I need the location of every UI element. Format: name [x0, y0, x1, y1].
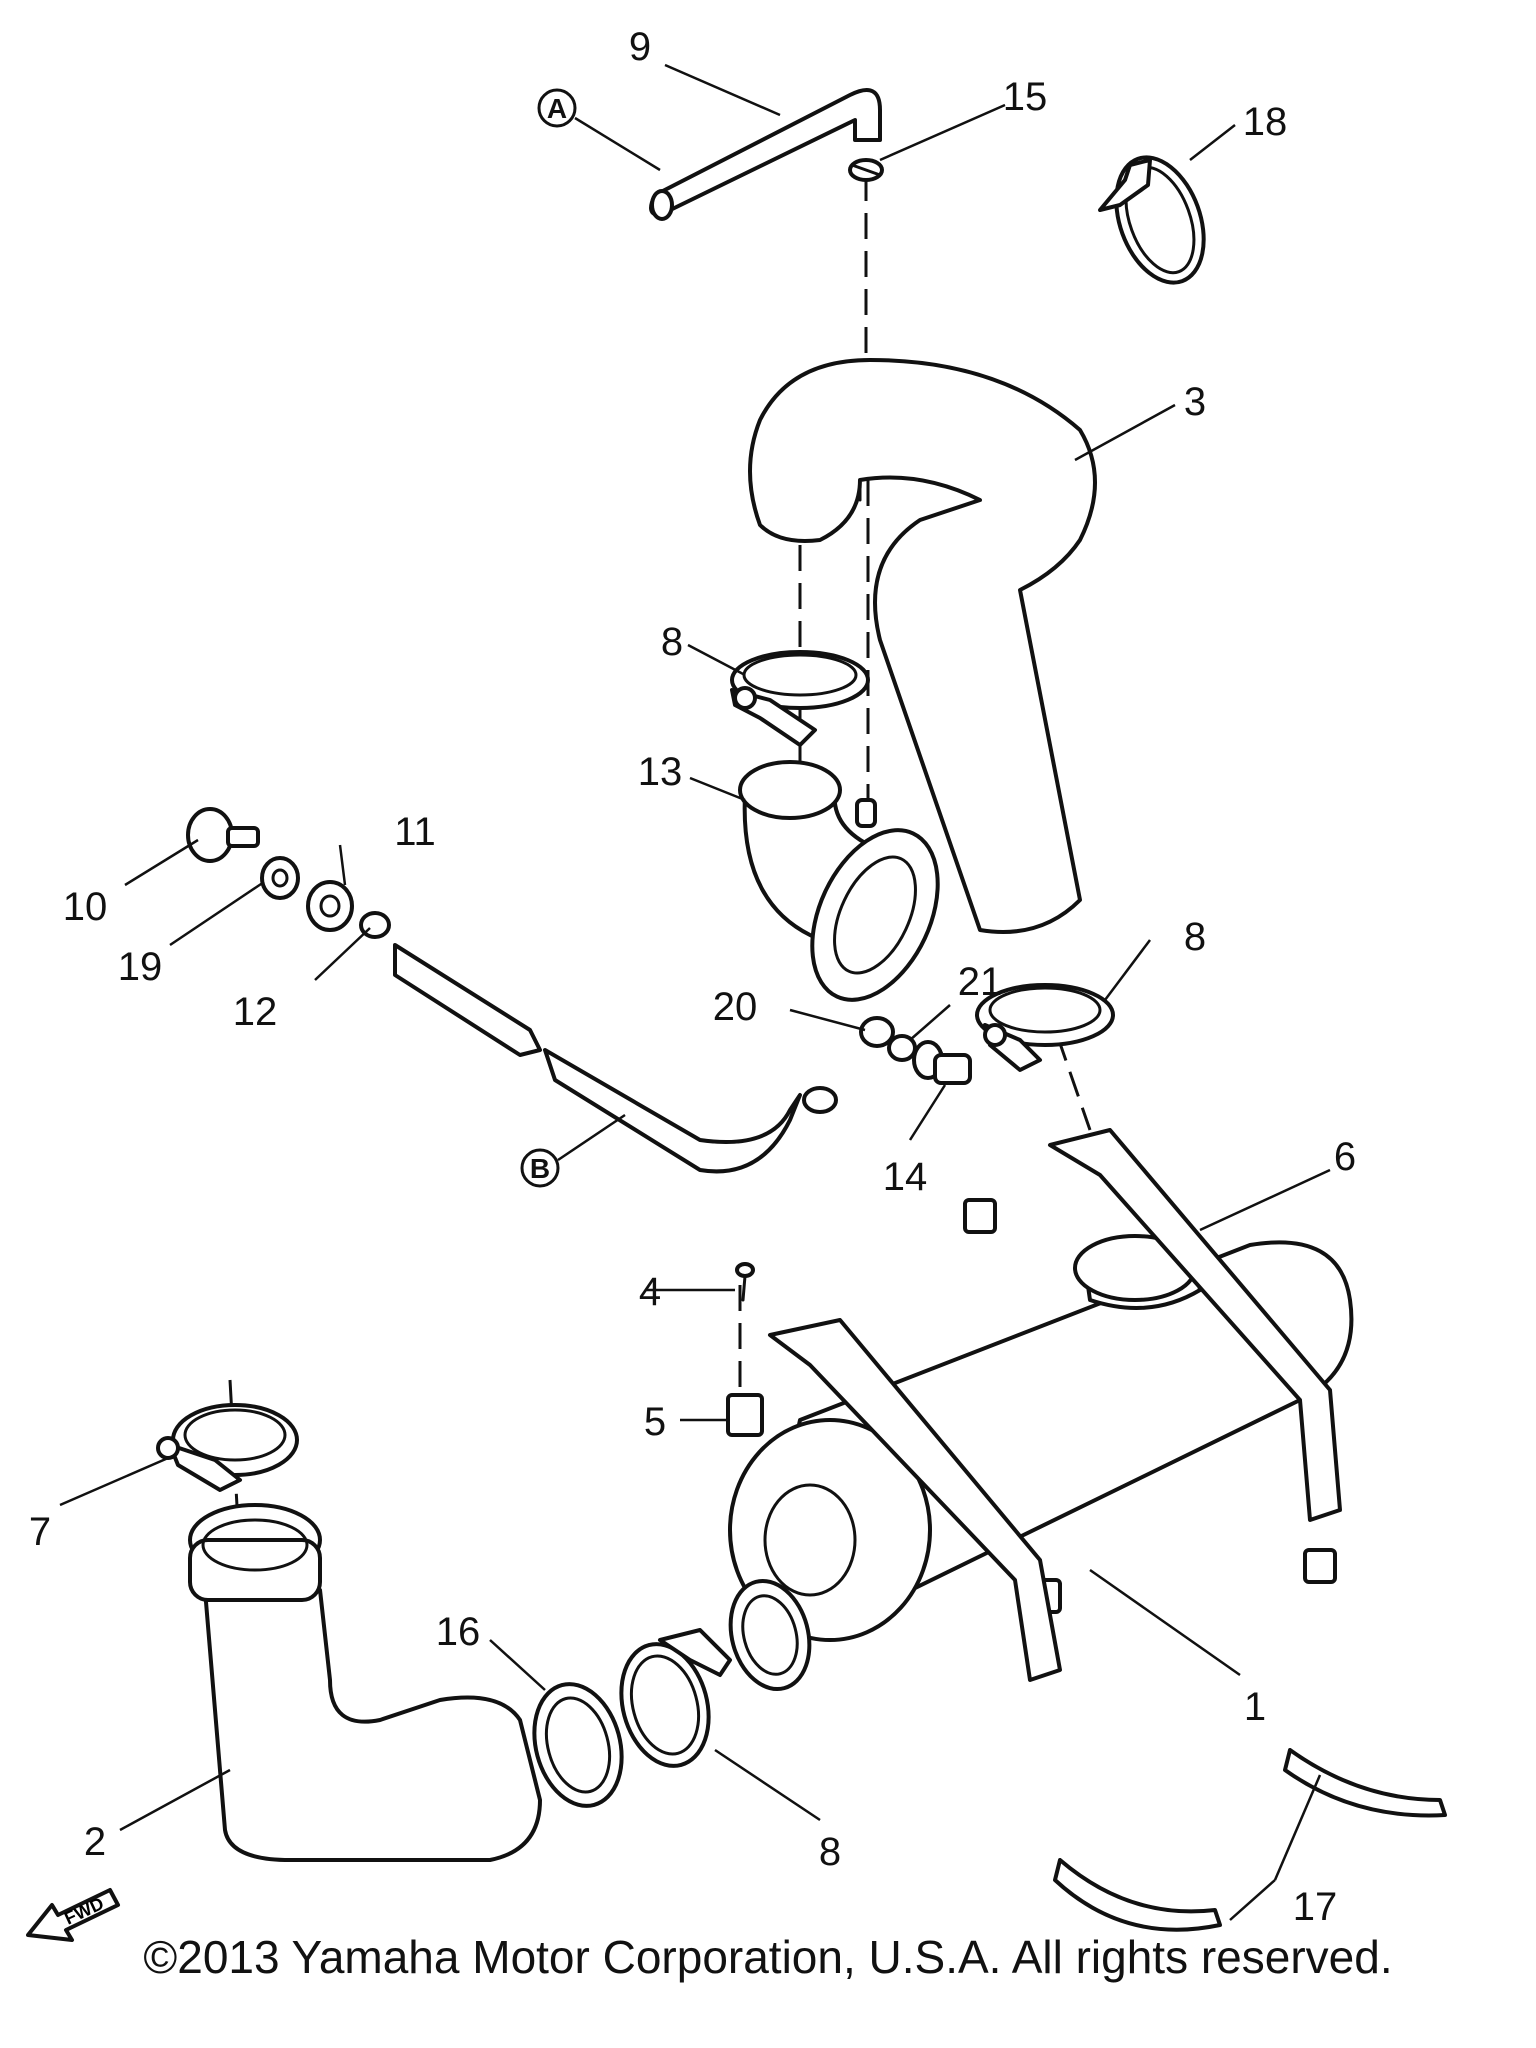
callout-1: 1 — [1244, 1685, 1266, 1729]
callout-15: 15 — [1003, 75, 1048, 119]
part-bolt-14 — [912, 1040, 972, 1085]
marker-b-label: B — [530, 1153, 550, 1184]
callout-4: 4 — [639, 1270, 661, 1314]
leader-lines — [59, 63, 1331, 1921]
copyright-notice: ©2013 Yamaha Motor Corporation, U.S.A. A… — [143, 1931, 1393, 1983]
part-clip-15 — [848, 158, 884, 182]
part-clamp-8-right — [975, 983, 1115, 1072]
callout-21: 21 — [958, 960, 1003, 1004]
callout-19: 19 — [118, 945, 163, 989]
part-nut-11 — [306, 880, 354, 932]
callout-3: 3 — [1184, 380, 1206, 424]
part-clamp-18 — [1098, 155, 1206, 285]
part-pipe-2 — [188, 1503, 542, 1862]
marker-b: B — [520, 1113, 626, 1188]
callout-14: 14 — [883, 1155, 928, 1199]
part-clamp-7 — [156, 1403, 299, 1492]
callout-6: 6 — [1334, 1135, 1356, 1179]
part-clamp-8-lower — [619, 1628, 732, 1768]
callout-12: 12 — [233, 990, 278, 1034]
part-screw-4 — [735, 1262, 755, 1302]
callout-7: 7 — [29, 1510, 51, 1554]
callout-11: 11 — [394, 810, 436, 854]
part-ring-16 — [532, 1682, 624, 1808]
callout-17: 17 — [1293, 1885, 1338, 1929]
callout-16: 16 — [436, 1610, 481, 1654]
callout-5: 5 — [644, 1400, 666, 1444]
part-clamp-8-upper — [730, 650, 870, 747]
marker-a: A — [537, 88, 661, 172]
part-clip-5 — [726, 1393, 764, 1437]
part-washer-21 — [887, 1034, 917, 1062]
callout-18: 18 — [1243, 100, 1288, 144]
callout-10: 10 — [63, 885, 108, 929]
part-pad-17 — [1053, 1748, 1447, 1932]
callout-numbers: 9 15 18 3 8 13 11 10 19 12 8 20 21 14 6 … — [29, 25, 1356, 1929]
callout-8-right: 8 — [1184, 915, 1206, 959]
part-elbow-13 — [738, 760, 940, 1002]
callout-2: 2 — [84, 1820, 106, 1864]
callout-8-upper: 8 — [661, 620, 683, 664]
callout-8-lower: 8 — [819, 1830, 841, 1874]
callout-13: 13 — [638, 750, 683, 794]
callout-20: 20 — [713, 985, 758, 1029]
part-fitting-10 — [186, 807, 260, 863]
part-washer-20 — [859, 1016, 895, 1048]
part-strap-6 — [768, 1128, 1342, 1682]
callout-9: 9 — [629, 25, 651, 69]
part-washer-19 — [260, 856, 300, 900]
marker-a-label: A — [547, 93, 567, 124]
part-muffler-inlet — [728, 1578, 812, 1692]
part-hose-9 — [649, 88, 882, 221]
part-pipe-3 — [748, 358, 1097, 934]
part-hose-b — [393, 943, 838, 1174]
